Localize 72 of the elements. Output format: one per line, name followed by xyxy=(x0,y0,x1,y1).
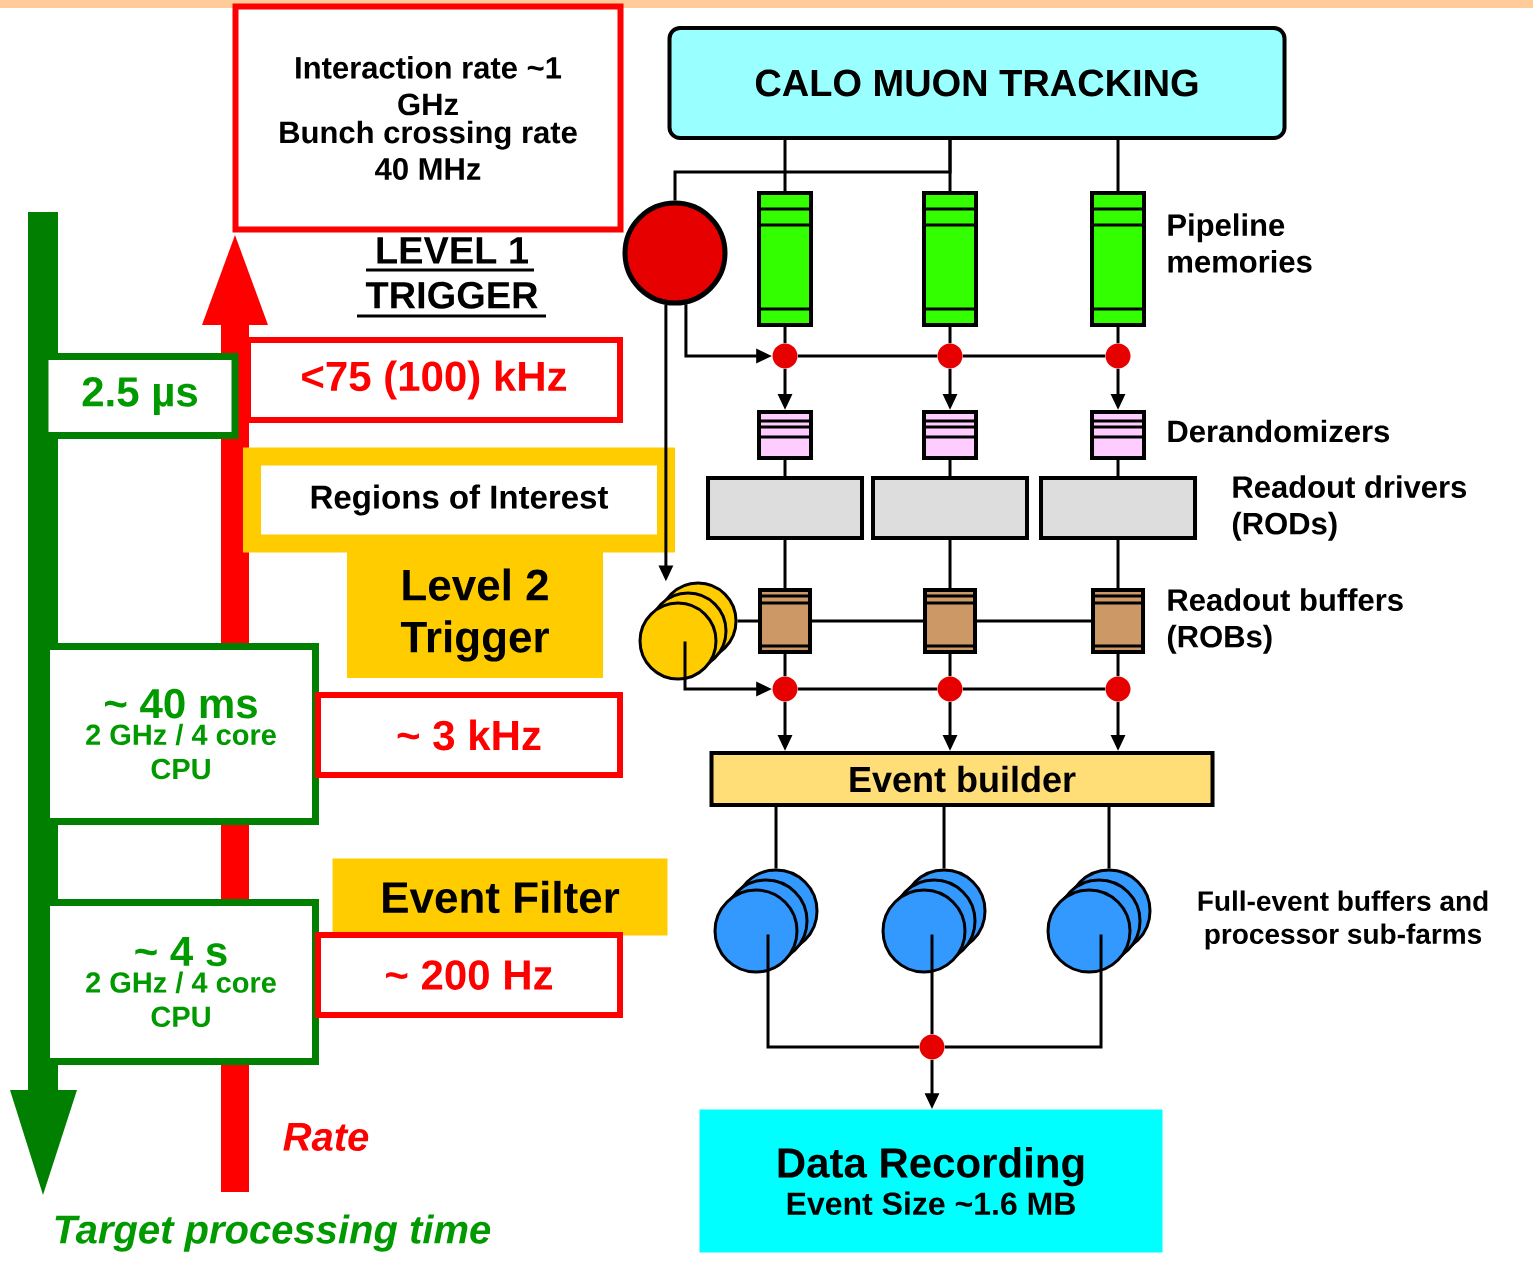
rate-box: ~ 200 Hz xyxy=(315,932,623,1018)
connector-line xyxy=(1116,140,1120,191)
component-label: Derandomizers xyxy=(1168,419,1390,443)
derandomizer xyxy=(1090,410,1146,460)
component-label: Full-event buffers and processor sub-farms xyxy=(1198,890,1488,950)
connector-line xyxy=(737,619,758,623)
connector-line xyxy=(783,460,787,476)
trigger-heading: LEVEL 1 TRIGGER xyxy=(357,237,546,318)
pipeline-memory xyxy=(922,191,978,327)
pipeline-memory xyxy=(757,191,813,327)
connector-line xyxy=(1116,654,1120,677)
connector-line xyxy=(774,807,778,869)
connector-line xyxy=(783,654,787,677)
trigger-label-box: Event Filter xyxy=(332,858,668,936)
readout-driver xyxy=(1039,476,1198,540)
connector-line xyxy=(1107,807,1111,869)
connector-line xyxy=(1116,540,1120,588)
rate-box: <75 (100) kHz xyxy=(245,337,623,423)
connector-line xyxy=(962,354,1106,358)
readout-buffer xyxy=(758,588,812,654)
junction-dot xyxy=(919,1034,945,1060)
connector-line xyxy=(977,619,1091,623)
readout-driver xyxy=(871,476,1029,540)
connector-line xyxy=(783,140,787,191)
connector-line xyxy=(948,327,952,344)
connector-line xyxy=(944,934,1103,1049)
junction-dot xyxy=(1105,676,1131,702)
connector-line xyxy=(1116,327,1120,344)
readout-buffer xyxy=(923,588,977,654)
derandomizer xyxy=(922,410,978,460)
processor-farm xyxy=(713,868,819,974)
connector-line xyxy=(942,807,946,869)
connector-line xyxy=(783,540,787,588)
detector-box: CALO MUON TRACKING xyxy=(667,26,1287,140)
junction-dot xyxy=(772,676,798,702)
component-label: Pipeline memories xyxy=(1168,213,1312,273)
junction-dot xyxy=(937,343,963,369)
processor-farm xyxy=(1046,868,1152,974)
connector-line xyxy=(948,540,952,588)
connector-line xyxy=(948,460,952,476)
junction-dot xyxy=(937,676,963,702)
connector-line xyxy=(1116,460,1120,476)
readout-buffer xyxy=(1091,588,1146,654)
junction-dot xyxy=(1105,343,1131,369)
processor-farm xyxy=(881,868,987,974)
connector-line xyxy=(948,654,952,677)
trigger-label-box: Level 2 Trigger xyxy=(347,552,603,678)
rate-box: Interaction rate ~1 GHz Bunch crossing rate 40 MHz xyxy=(232,3,624,233)
derandomizer xyxy=(757,410,813,460)
readout-driver xyxy=(706,476,864,540)
trigger-label-box: Regions of Interest xyxy=(243,447,675,553)
component-label: Readout drivers (RODs) xyxy=(1232,475,1467,541)
data-recording-box: Data Recording Event Size ~1.6 MB xyxy=(699,1109,1163,1253)
pipeline-memory xyxy=(1090,191,1146,327)
connector-line xyxy=(797,687,938,691)
node-label: Level 2 Trigger xyxy=(400,568,549,662)
connector-line xyxy=(962,687,1106,691)
connector-line xyxy=(673,140,952,201)
connector-line xyxy=(812,619,923,623)
connector-line xyxy=(930,934,934,1035)
time-box: 2.5 µs xyxy=(41,353,239,439)
event-builder-box: Event builder xyxy=(709,751,1215,807)
component-label: Readout buffers (ROBs) xyxy=(1167,588,1403,654)
axis-label: Target processing time xyxy=(55,1214,491,1252)
connector-line xyxy=(766,934,920,1049)
connector-line xyxy=(783,327,787,344)
axis-label: Rate xyxy=(283,1123,369,1151)
junction-dot xyxy=(772,343,798,369)
trigger-processor xyxy=(622,200,728,306)
processor-farm xyxy=(638,581,738,681)
connector-line xyxy=(797,354,938,358)
rate-box: ~ 3 kHz xyxy=(315,692,623,778)
